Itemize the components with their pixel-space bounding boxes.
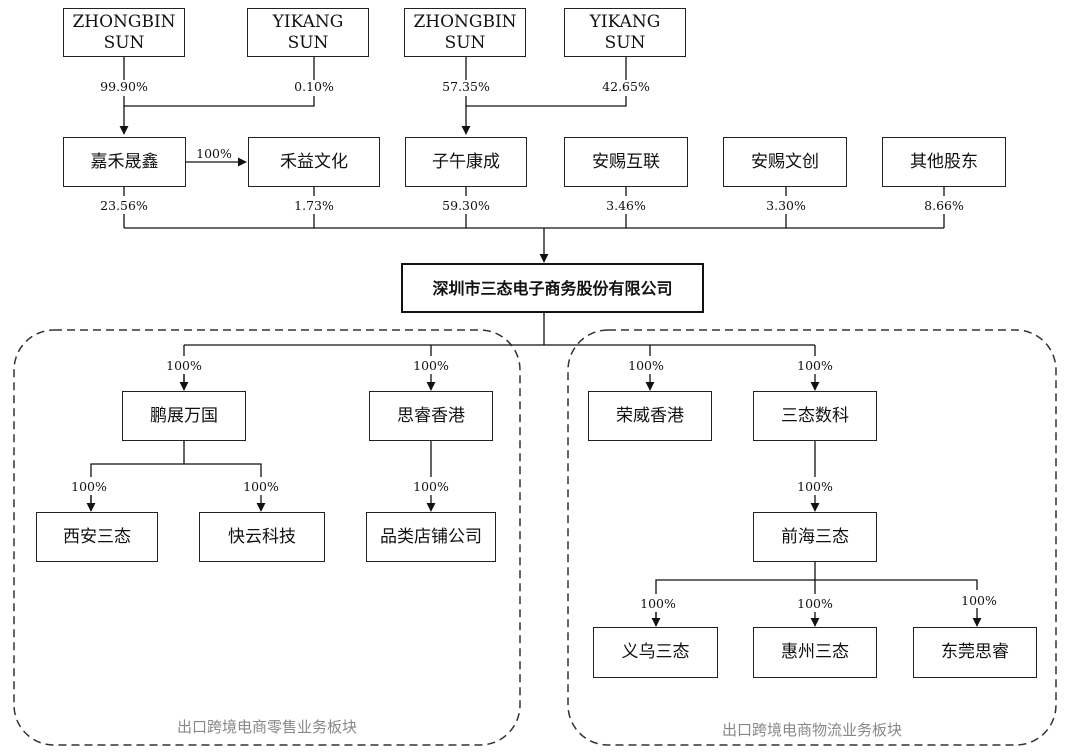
node-label: 荣威香港 [616, 405, 684, 426]
pct-zhongbin2-ziwu: 57.35% [442, 79, 490, 94]
node-label: 三态数科 [781, 405, 849, 426]
subsidiary-rongwei-hk: 荣威香港 [588, 391, 712, 441]
node-label: 嘉禾晟鑫 [90, 151, 159, 172]
subsidiary-yiwu: 义乌三态 [593, 627, 718, 678]
node-label: 安赐文创 [751, 151, 819, 172]
shareholder-heyi: 禾益文化 [248, 137, 380, 187]
pct-pengzhan-xian: 100% [71, 479, 107, 494]
subsidiary-santai-shuke: 三态数科 [753, 391, 877, 441]
subsidiary-xian: 西安三态 [36, 512, 158, 562]
subsidiary-sirui-hk: 思睿香港 [369, 391, 493, 441]
shareholder-others: 其他股东 [882, 137, 1006, 187]
shareholder-name-line1: ZHONGBIN [72, 11, 176, 32]
shareholder-yikang-sun-1: YIKANG SUN [247, 8, 369, 57]
subsidiary-pinlei: 品类店铺公司 [366, 512, 496, 562]
company-name: 深圳市三态电子商务股份有限公司 [432, 278, 673, 298]
pct-others-company: 8.66% [924, 198, 964, 213]
node-label: 品类店铺公司 [380, 526, 482, 547]
pct-company-rongwei: 100% [628, 358, 664, 373]
subsidiary-qianhai: 前海三态 [753, 512, 877, 562]
pct-jiahe-heyi: 100% [196, 146, 232, 161]
node-label: 安赐互联 [592, 151, 660, 172]
node-label: 惠州三态 [781, 642, 849, 662]
shareholder-jiahe: 嘉禾晟鑫 [63, 137, 186, 187]
subsidiary-huizhou: 惠州三态 [753, 627, 877, 678]
pct-qianhai-huizhou: 100% [797, 596, 833, 611]
node-label: 西安三态 [63, 526, 131, 547]
pct-yikang2-ziwu: 42.65% [602, 79, 650, 94]
pct-zhongbin1-jiahe: 99.90% [100, 79, 148, 94]
pct-heyi-company: 1.73% [294, 198, 334, 213]
subsidiary-kuaiyun: 快云科技 [199, 512, 325, 562]
subsidiary-pengzhan: 鹏展万国 [122, 391, 246, 441]
shareholder-ziwu: 子午康成 [405, 137, 527, 187]
pct-company-pengzhan: 100% [166, 358, 202, 373]
main-company: 深圳市三态电子商务股份有限公司 [401, 263, 704, 313]
shareholder-name-line1: YIKANG [589, 11, 661, 32]
pct-anci-wenchuang-company: 3.30% [766, 198, 806, 213]
shareholder-zhongbin-sun-1: ZHONGBIN SUN [63, 8, 185, 57]
pct-sirui-pinlei: 100% [413, 479, 449, 494]
shareholder-name-line1: YIKANG [272, 11, 344, 32]
pct-anci-hulian-company: 3.46% [606, 198, 646, 213]
node-label: 前海三态 [781, 526, 849, 547]
node-label: 其他股东 [910, 151, 978, 172]
retail-segment-label: 出口跨境电商零售业务板块 [176, 718, 358, 736]
node-label: 义乌三态 [621, 642, 690, 662]
pct-qianhai-dongguan: 100% [961, 593, 997, 608]
shareholder-anci-hulian: 安赐互联 [564, 137, 688, 187]
shareholder-name-line2: SUN [444, 32, 486, 53]
pct-ziwu-company: 59.30% [442, 198, 490, 213]
shareholder-zhongbin-sun-2: ZHONGBIN SUN [404, 8, 526, 57]
pct-pengzhan-kuaiyun: 100% [243, 479, 279, 494]
shareholder-name-line2: SUN [604, 32, 646, 53]
node-label: 子午康成 [432, 151, 500, 172]
pct-jiahe-company: 23.56% [100, 198, 148, 213]
pct-yikang1-jiahe: 0.10% [294, 79, 334, 94]
retail-segment-border [13, 329, 521, 746]
pct-qianhai-yiwu: 100% [640, 596, 676, 611]
node-label: 快云科技 [228, 526, 296, 547]
connector-lines [86, 57, 982, 627]
pct-company-shuke: 100% [797, 358, 833, 373]
node-label: 东莞思睿 [941, 642, 1009, 662]
shareholder-name-line2: SUN [287, 32, 329, 53]
logistics-segment-border [567, 329, 1057, 746]
pct-company-sirui: 100% [413, 358, 449, 373]
node-label: 禾益文化 [280, 151, 348, 172]
logistics-segment-label: 出口跨境电商物流业务板块 [721, 721, 903, 739]
shareholder-name-line1: ZHONGBIN [413, 11, 517, 32]
node-label: 鹏展万国 [150, 405, 218, 426]
shareholder-name-line2: SUN [103, 32, 145, 53]
subsidiary-dongguan: 东莞思睿 [913, 627, 1037, 678]
shareholder-yikang-sun-2: YIKANG SUN [564, 8, 686, 57]
node-label: 思睿香港 [397, 405, 465, 426]
shareholder-anci-wenchuang: 安赐文创 [723, 137, 847, 187]
pct-shuke-qianhai: 100% [797, 479, 833, 494]
